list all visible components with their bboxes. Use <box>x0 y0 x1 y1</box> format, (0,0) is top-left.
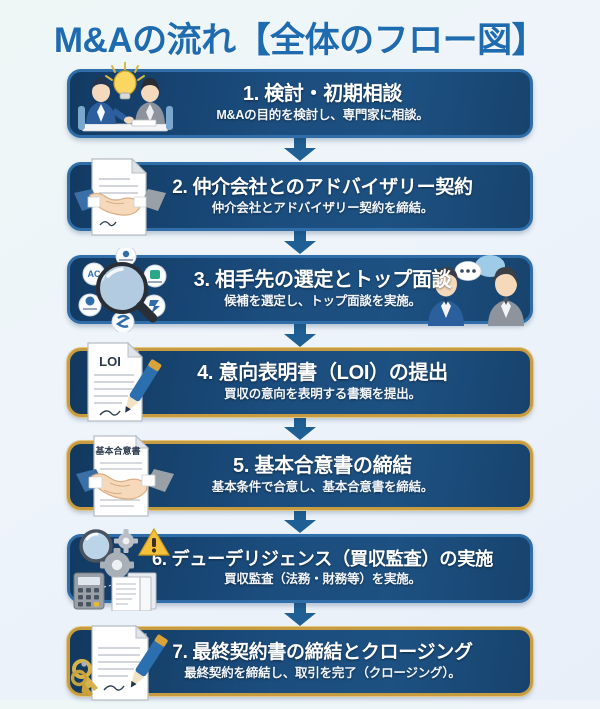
flow-step-1[interactable]: 1. 検討・初期相談 M&Aの目的を検討し、専門家に相談。 <box>0 60 600 138</box>
flow-step-4[interactable]: LOI <box>0 341 600 422</box>
flow-step-6[interactable]: 6. デューデリジェンス（買収監査）の実施 買収監査（法務・財務等）を実施。 <box>0 527 600 612</box>
step-3-text: 3. 相手先の選定とトップ面談 候補を選定し、トップ面談を実施。 <box>70 270 530 308</box>
step-5-box[interactable]: 基本合意書 5. 基本合意書の締結 <box>67 434 533 517</box>
step-7-subtitle: 最終契約を締結し、取引を完了（クロージング）。 <box>184 665 461 680</box>
flow-step-2[interactable]: 2. 仲介会社とのアドバイザリー契約 仲介会社とアドバイザリー契約を締結。 <box>0 157 600 236</box>
arrow-4-to-5 <box>0 417 600 441</box>
step-2-title: 2. 仲介会社とのアドバイザリー契約 <box>172 176 473 198</box>
step-3-title: 3. 相手先の選定とトップ面談 <box>193 269 452 292</box>
step-2-box[interactable]: 2. 仲介会社とのアドバイザリー契約 仲介会社とアドバイザリー契約を締結。 <box>67 157 533 236</box>
step-6-title: 6. デューデリジェンス（買収監査）の実施 <box>152 549 493 570</box>
flow-diagram: 1. 検討・初期相談 M&Aの目的を検討し、専門家に相談。 <box>0 60 600 701</box>
arrow-6-to-7 <box>0 603 600 627</box>
step-2-text: 2. 仲介会社とのアドバイザリー契約 仲介会社とアドバイザリー契約を締結。 <box>70 178 530 215</box>
arrow-5-to-6 <box>0 510 600 534</box>
step-1-text: 1. 検討・初期相談 M&Aの目的を検討し、専門家に相談。 <box>70 84 530 122</box>
step-4-box[interactable]: LOI <box>67 341 533 422</box>
step-7-box[interactable]: 7. 最終契約書の締結とクロージング 最終契約を締結し、取引を完了（クロージング… <box>67 624 533 701</box>
step-5-subtitle: 基本条件で合意し、基本合意書を締結。 <box>211 480 434 495</box>
arrow-1-to-2 <box>0 138 600 162</box>
step-1-title: 1. 検討・初期相談 <box>242 83 403 106</box>
flow-step-3[interactable]: AC <box>0 245 600 333</box>
step-7-title: 7. 最終契約書の締結とクロージング <box>172 641 473 663</box>
step-3-box[interactable]: AC <box>67 245 533 333</box>
step-1-subtitle: M&Aの目的を検討し、専門家に相談。 <box>216 108 429 123</box>
step-1-box[interactable]: 1. 検討・初期相談 M&Aの目的を検討し、専門家に相談。 <box>67 60 533 138</box>
step-4-text: 4. 意向表明書（LOI）の提出 買収の意向を表明する書類を提出。 <box>70 363 530 401</box>
step-6-text: 6. デューデリジェンス（買収監査）の実施 買収監査（法務・財務等）を実施。 <box>70 550 530 586</box>
step-5-text: 5. 基本合意書の締結 基本条件で合意し、基本合意書を締結。 <box>70 456 530 494</box>
step-6-subtitle: 買収監査（法務・財務等）を実施。 <box>224 572 421 587</box>
arrow-3-to-4 <box>0 324 600 348</box>
two-businessmen-talking-icon <box>424 254 528 326</box>
step-7-text: 7. 最終契約書の締結とクロージング 最終契約を締結し、取引を完了（クロージング… <box>70 643 530 680</box>
step-4-title: 4. 意向表明書（LOI）の提出 <box>197 362 448 385</box>
arrow-2-to-3 <box>0 231 600 255</box>
flow-step-7[interactable]: 7. 最終契約書の締結とクロージング 最終契約を締結し、取引を完了（クロージング… <box>0 624 600 701</box>
page-title: M&Aの流れ【全体のフロー図】 <box>53 21 547 60</box>
step-5-title: 5. 基本合意書の締結 <box>233 455 412 478</box>
step-3-subtitle: 候補を選定し、トップ面談を実施。 <box>224 294 421 309</box>
step-6-box[interactable]: 6. デューデリジェンス（買収監査）の実施 買収監査（法務・財務等）を実施。 <box>67 527 533 612</box>
flow-step-5[interactable]: 基本合意書 5. 基本合意書の締結 <box>0 434 600 517</box>
step-2-subtitle: 仲介会社とアドバイザリー契約を締結。 <box>211 200 434 215</box>
agreement-label: 基本合意書 <box>94 445 140 456</box>
step-4-subtitle: 買収の意向を表明する書類を提出。 <box>224 387 421 402</box>
